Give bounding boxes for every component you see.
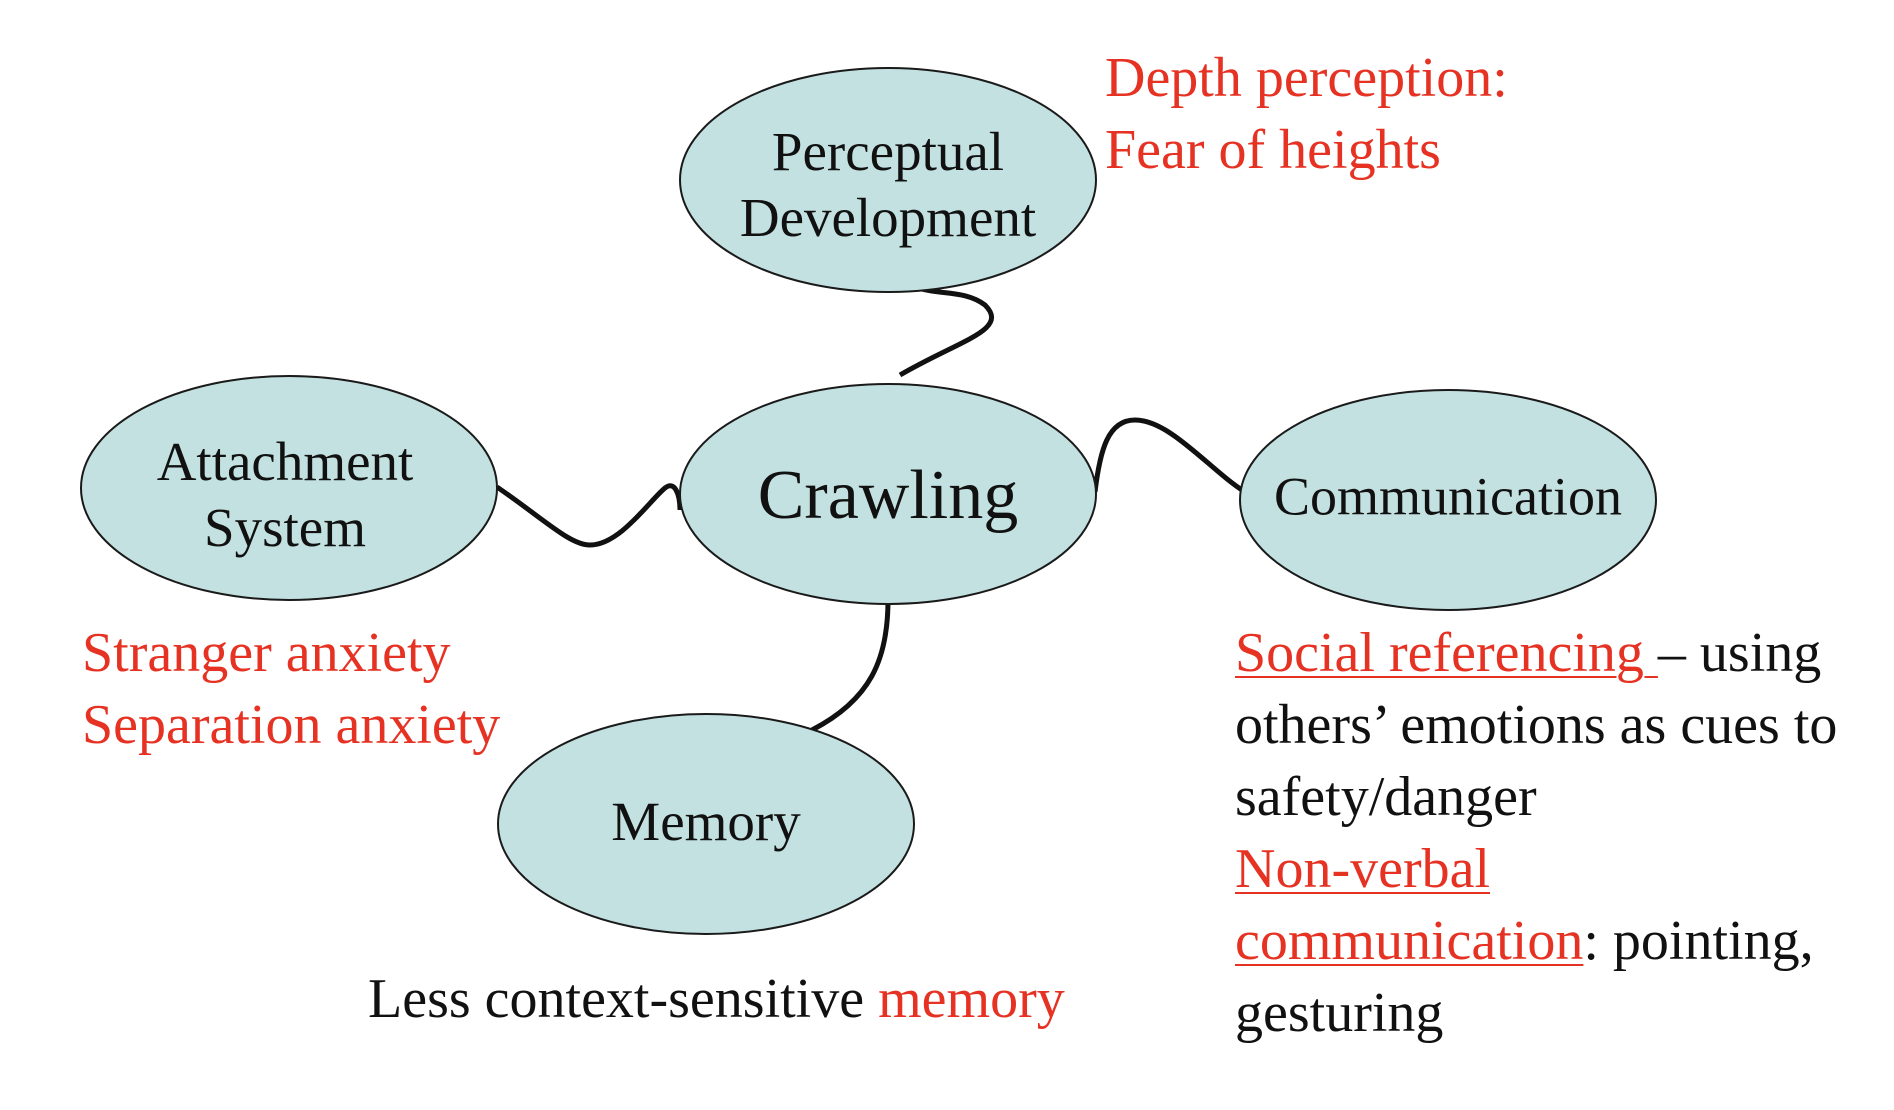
memory-note-prefix: Less context-sensitive — [368, 968, 879, 1030]
attachment-label-line1: Attachment — [156, 431, 414, 492]
communication-label: Communication — [1274, 466, 1622, 527]
memory-note-highlight: memory — [878, 968, 1065, 1030]
perceptual-note-line2: Fear of heights — [1105, 119, 1441, 181]
non-verbal-def-b: gesturing — [1235, 982, 1444, 1044]
memory-note: Less context-sensitive memory — [368, 963, 1065, 1035]
social-referencing-def-c: safety/danger — [1235, 766, 1537, 828]
social-referencing-term: Social referencing — [1235, 622, 1658, 684]
attachment-label-line2: System — [204, 497, 366, 558]
perceptual-note-line1: Depth perception: — [1105, 47, 1508, 109]
node-attachment-system — [80, 375, 498, 601]
attachment-note-line2: Separation anxiety — [82, 694, 501, 756]
social-referencing-def-b: others’ emotions as cues to — [1235, 694, 1838, 756]
comm-note-line1: Social referencing – using — [1235, 617, 1837, 689]
connector-attachment — [495, 483, 683, 548]
connector-communication — [1092, 417, 1247, 495]
communication-note: Social referencing – using others’ emoti… — [1235, 617, 1837, 1049]
perceptual-note: Depth perception: Fear of heights — [1105, 42, 1508, 186]
perceptual-label-line2: Development — [739, 187, 1037, 248]
comm-note-line5: communication: pointing, — [1235, 905, 1837, 977]
attachment-note-line1: Stranger anxiety — [82, 622, 451, 684]
perceptual-label-line1: Perceptual — [771, 121, 1005, 182]
connector-perceptual — [898, 285, 994, 378]
crawling-label: Crawling — [757, 457, 1019, 534]
node-crawling — [679, 383, 1097, 605]
social-referencing-def-a: – using — [1657, 622, 1822, 684]
attachment-note: Stranger anxiety Separation anxiety — [82, 617, 500, 761]
attachment-label: Attachment System — [157, 429, 414, 561]
non-verbal-term-line1: Non-verbal — [1235, 838, 1491, 900]
node-communication — [1239, 389, 1657, 611]
non-verbal-term-line2: communication — [1235, 910, 1584, 972]
connector-memory — [810, 599, 891, 733]
memory-label: Memory — [611, 791, 801, 852]
node-perceptual-development — [679, 67, 1097, 293]
perceptual-label: Perceptual Development — [740, 119, 1036, 251]
node-memory — [497, 713, 915, 935]
non-verbal-def-a: : pointing, — [1583, 910, 1814, 972]
